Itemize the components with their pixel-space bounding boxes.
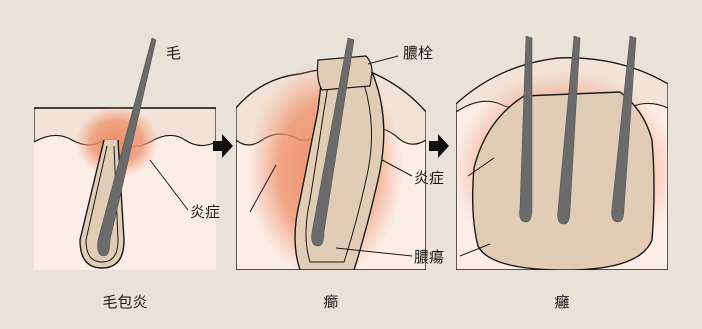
label-abscess: 膿瘍 — [414, 248, 444, 266]
panel-folliculitis — [34, 20, 216, 270]
caption-folliculitis: 毛包炎 — [102, 293, 147, 311]
right-arrow-icon — [429, 134, 449, 158]
panel-furuncle — [236, 20, 426, 280]
label-inflammation-2: 炎症 — [414, 169, 444, 187]
caption-furuncle: 癤 — [323, 293, 338, 311]
panel-carbuncle — [453, 20, 677, 270]
label-pus-plug: 膿栓 — [403, 44, 433, 62]
caption-carbuncle: 癰 — [554, 293, 569, 311]
label-inflammation-1: 炎症 — [190, 203, 220, 221]
label-hair: 毛 — [166, 44, 181, 62]
